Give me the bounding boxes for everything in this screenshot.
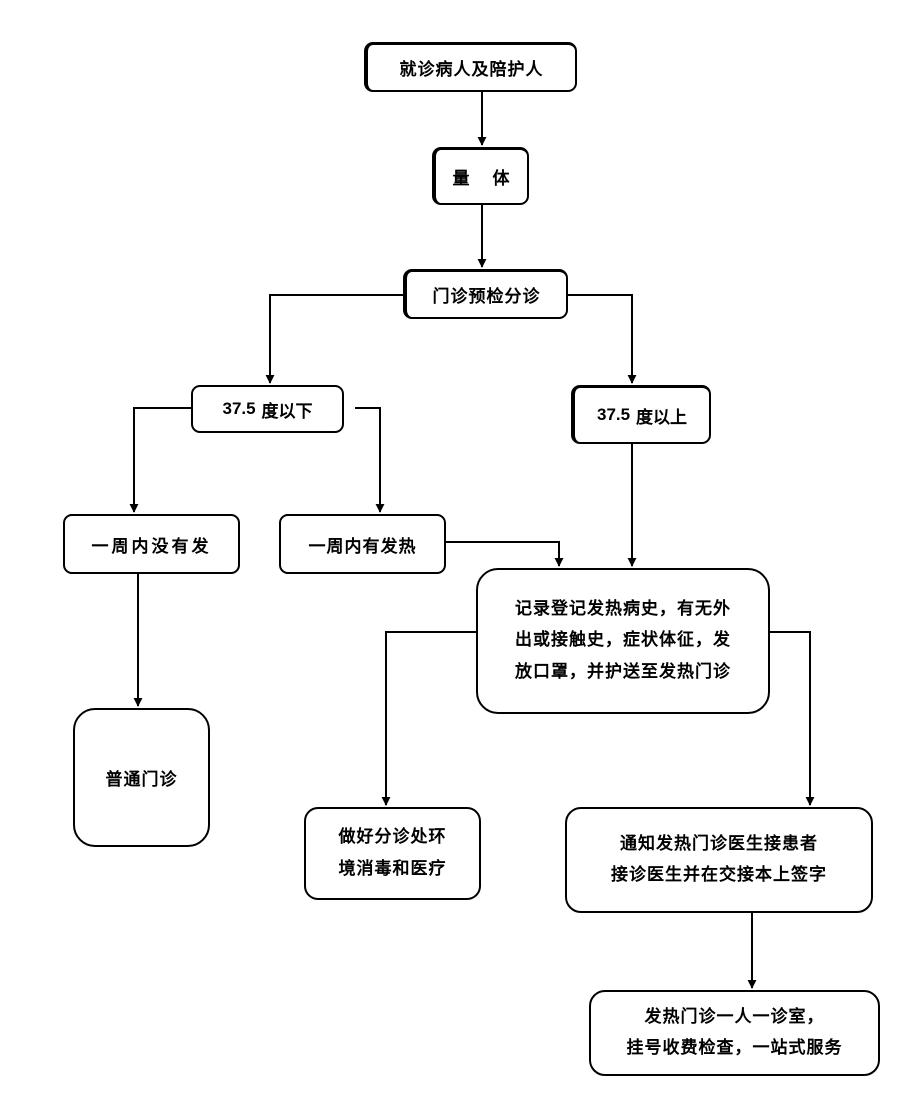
register-history-node: 记录登记发热病史，有无外 出或接触史，症状体征，发 放口罩，并护送至发热门诊 [476, 568, 770, 714]
arrow-low-to-hadfever [355, 407, 385, 513]
fever-clinic-line-2: 挂号收费检查，一站式服务 [626, 1038, 843, 1058]
notify-line-1: 通知发热门诊医生接患者 [620, 833, 818, 854]
arrow-register-to-disinfect [381, 631, 476, 806]
general-clinic-label: 普通门诊 [105, 770, 178, 790]
high-temp-value: 37.5 [596, 405, 631, 424]
arrow-register-to-notify [770, 631, 815, 806]
disinfect-line-2: 境消毒和医疗 [338, 858, 447, 879]
arrow-hadfever-to-register [446, 541, 564, 567]
register-line-2: 出或接触史，症状体征，发 [515, 630, 731, 651]
measure-label-2: 体 [492, 169, 511, 189]
arrow-triage-to-high [568, 294, 637, 384]
had-fever-label: 一周内有发热 [308, 536, 417, 557]
register-line-1: 记录登记发热病史，有无外 [515, 598, 731, 619]
triage-label: 门诊预检分诊 [432, 287, 541, 307]
arrow-low-to-nofever [129, 407, 191, 513]
fever-clinic-line-1: 发热门诊一人一诊室， [644, 1006, 825, 1027]
fever-clinic-node: 发热门诊一人一诊室， 挂号收费检查，一站式服务 [589, 990, 880, 1076]
low-temp-node: 37.5 度以下 [191, 385, 344, 433]
disinfect-line-1: 做好分诊处环 [338, 827, 447, 848]
notify-line-2: 接诊医生并在交接本上签字 [611, 865, 827, 885]
no-fever-node: 一周内没有发 [63, 514, 240, 574]
disinfect-node: 做好分诊处环 境消毒和医疗 [304, 807, 481, 900]
low-temp-value: 37.5 [222, 399, 256, 418]
patient-node: 就诊病人及陪护人 [364, 42, 577, 92]
triage-node: 门诊预检分诊 [403, 269, 568, 319]
general-clinic-node: 普通门诊 [73, 708, 210, 847]
arrow-triage-to-low [265, 294, 403, 384]
patient-label: 就诊病人及陪护人 [399, 60, 544, 80]
register-line-3: 放口罩，并护送至发热门诊 [515, 661, 731, 682]
notify-doctor-node: 通知发热门诊医生接患者 接诊医生并在交接本上签字 [565, 807, 873, 913]
low-temp-text: 度以下 [261, 401, 313, 422]
high-temp-text: 度以上 [636, 407, 687, 428]
no-fever-label: 一周内没有发 [91, 536, 212, 557]
measure-label-1: 量 [452, 169, 471, 189]
high-temp-node: 37.5 度以上 [571, 385, 711, 444]
measure-temp-node: 量体 [432, 147, 529, 205]
had-fever-node: 一周内有发热 [279, 514, 446, 574]
